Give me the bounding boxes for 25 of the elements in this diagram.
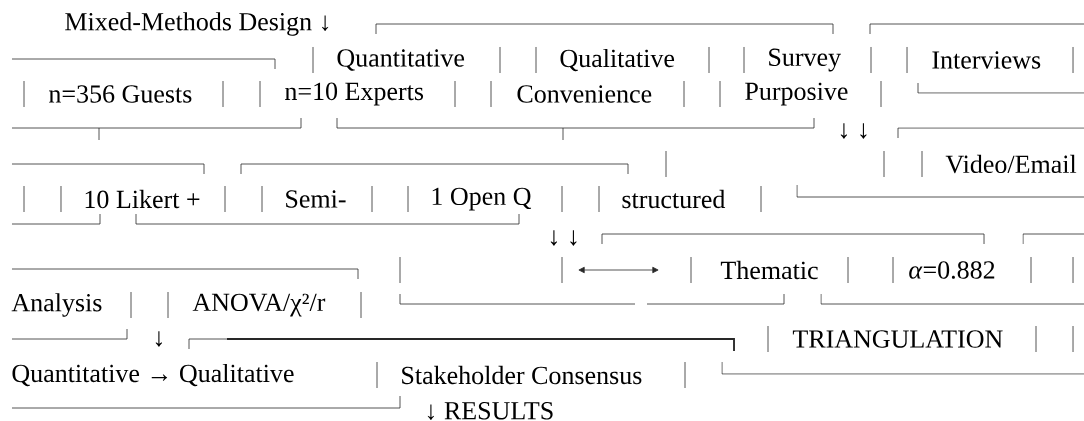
- text-label: Survey: [769, 48, 841, 72]
- text-label: n=356 Guests: [49, 85, 192, 103]
- text-label: 1 Open Q: [432, 187, 532, 211]
- text-label: α=0.882: [909, 261, 995, 279]
- text-label: Analysis: [11, 293, 102, 317]
- text-label: ↓ RESULTS: [427, 402, 553, 420]
- text-label: Quantitative: [337, 49, 465, 71]
- text-label: Quantitative → Qualitative: [12, 363, 294, 387]
- text-label: n=10 Experts: [285, 82, 424, 106]
- text-label: ↓ ↓: [840, 123, 867, 139]
- text-label: Mixed-Methods Design ↓: [65, 12, 329, 36]
- text-label: Qualitative: [560, 48, 675, 72]
- text-label: ↓ ↓: [550, 230, 577, 246]
- text-label: Stakeholder Consensus: [402, 365, 642, 385]
- text-label: Interviews: [932, 51, 1041, 69]
- text-label: Video/Email: [945, 154, 1077, 174]
- text-label: Purposive: [745, 82, 848, 106]
- text-label: Convenience: [517, 85, 652, 103]
- text-label: structured: [622, 189, 726, 209]
- text-label: Semi-: [286, 190, 346, 208]
- text-label: ↓: [155, 331, 162, 347]
- text-label: TRIANGULATION: [792, 330, 1003, 348]
- text-label: 10 Likert +: [85, 189, 200, 209]
- text-label: ANOVA/χ²/r: [192, 293, 326, 317]
- text-label: Thematic: [720, 260, 818, 280]
